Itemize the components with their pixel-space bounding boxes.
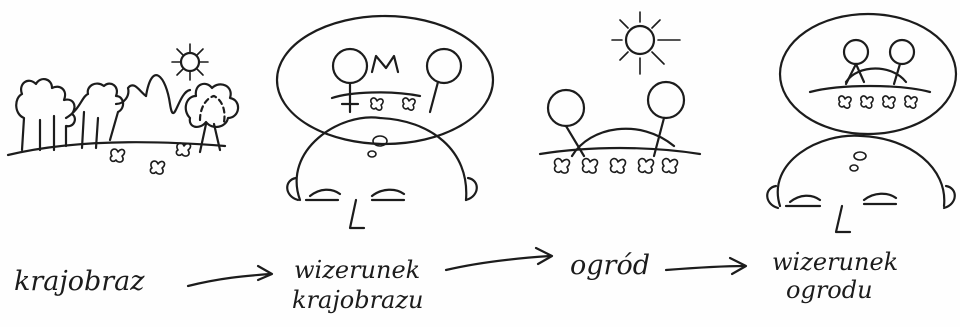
head-sketch bbox=[286, 116, 478, 230]
garden-sketch bbox=[538, 11, 702, 174]
stage-label-garden: ogród bbox=[570, 250, 650, 281]
arrow-right-icon bbox=[444, 246, 554, 272]
stage-label-text: wizerunek bbox=[772, 248, 898, 276]
stage-label-landscape-image: wizerunek krajobrazu bbox=[292, 256, 423, 314]
arrow-right-icon bbox=[186, 264, 274, 288]
tree-icon bbox=[331, 47, 369, 114]
flower-icon bbox=[370, 97, 384, 111]
flower-icon bbox=[175, 142, 192, 157]
head-sketch bbox=[766, 134, 956, 234]
tree-icon bbox=[888, 38, 916, 86]
tree-icon bbox=[546, 88, 586, 158]
stage-label-garden-image: wizerunek ogrodu bbox=[772, 248, 898, 304]
arrow-right-icon bbox=[664, 256, 748, 276]
flower-icon bbox=[109, 148, 126, 163]
tree-icon bbox=[842, 38, 870, 86]
sun-icon bbox=[611, 11, 681, 75]
flower-icon bbox=[402, 97, 416, 111]
thought-bubble bbox=[778, 12, 958, 136]
stage-label-text: krajobraz bbox=[14, 266, 145, 297]
landscape-sketch bbox=[6, 43, 240, 175]
tree-icon bbox=[646, 80, 686, 158]
stage-label-text: ogród bbox=[570, 250, 650, 281]
sun-icon bbox=[171, 43, 209, 81]
stage-label-text: ogrodu bbox=[786, 276, 873, 304]
stage-label-landscape: krajobraz bbox=[14, 266, 145, 297]
stage-label-text: wizerunek bbox=[294, 256, 420, 284]
flower-icon bbox=[149, 160, 166, 175]
thought-bubble bbox=[275, 14, 495, 146]
tree-icon bbox=[425, 47, 463, 114]
flower-row bbox=[553, 157, 679, 174]
flower-row bbox=[838, 95, 918, 109]
stage-label-text: krajobrazu bbox=[292, 286, 423, 314]
